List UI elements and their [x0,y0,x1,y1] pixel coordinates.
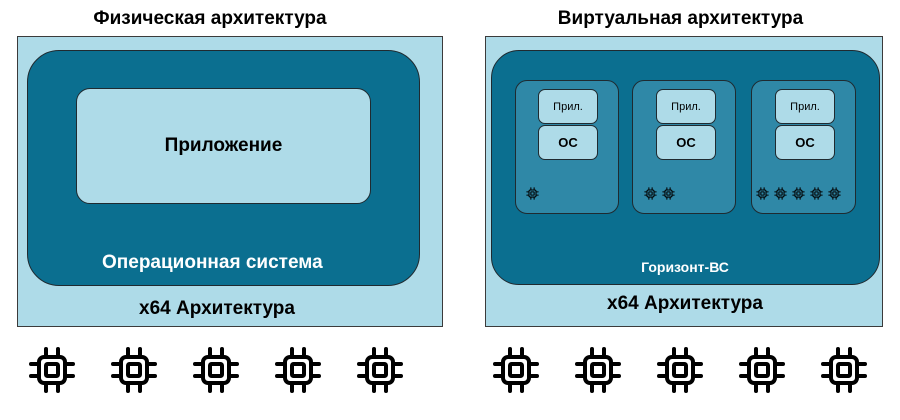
cpu-chip-icon [662,187,675,200]
physical-title: Физическая архитектура [93,8,327,29]
physical-os-label: Операционная система [102,252,323,273]
cpu-chip-icon [756,187,769,200]
cpu-chip-icon [644,187,657,200]
vm-cpu-row [526,187,539,200]
cpu-chip-icon [828,187,841,200]
physical-cpu-row [28,346,404,394]
cpu-chip-icon [774,187,787,200]
application-label: Приложение [164,135,283,156]
cpu-chip-icon [792,187,805,200]
cpu-chip-icon [656,346,704,394]
vm-cpu-row [644,187,675,200]
cpu-chip-icon [110,346,158,394]
physical-application-box: Приложение [76,88,371,204]
vm-app-box: Прил. [656,89,716,124]
vm-os-box: ОС [775,125,835,160]
cpu-chip-icon [738,346,786,394]
cpu-chip-icon [492,346,540,394]
vm-os-box: ОС [538,125,598,160]
cpu-chip-icon [356,346,404,394]
vm-os-box: ОС [656,125,716,160]
hypervisor-label: Горизонт-ВС [641,259,729,275]
cpu-chip-icon [820,346,868,394]
physical-arch-label: x64 Архитектура [139,298,295,319]
vm-cpu-row [756,187,841,200]
virtual-arch-label: x64 Архитектура [607,293,763,314]
cpu-chip-icon [274,346,322,394]
cpu-chip-icon [574,346,622,394]
virtual-title: Виртуальная архитектура [557,8,804,29]
vm-app-box: Прил. [538,89,598,124]
cpu-chip-icon [28,346,76,394]
cpu-chip-icon [526,187,539,200]
cpu-chip-icon [192,346,240,394]
cpu-chip-icon [810,187,823,200]
virtual-cpu-row [492,346,868,394]
vm-app-box: Прил. [775,89,835,124]
